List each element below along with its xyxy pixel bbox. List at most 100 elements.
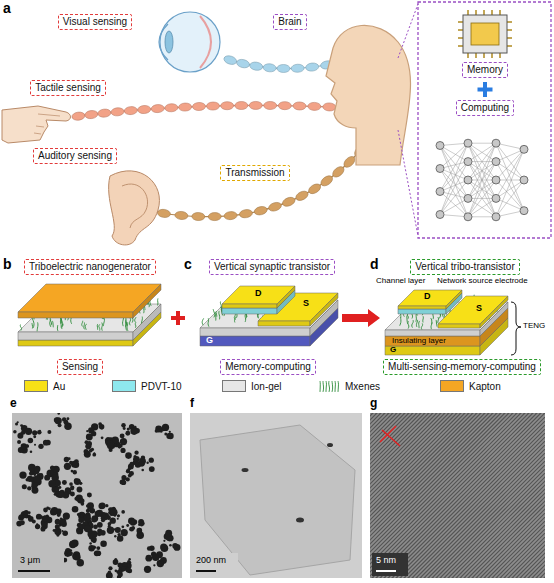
flake-cluster	[43, 440, 49, 446]
flake-cluster	[29, 471, 33, 475]
flake-cluster	[86, 504, 89, 507]
kapton-layer	[18, 284, 161, 318]
network-link	[468, 143, 496, 198]
nerve-segment	[277, 64, 290, 72]
flake-cluster	[157, 562, 162, 567]
flake-cluster	[32, 487, 39, 494]
legend-text: Au	[53, 381, 65, 392]
layer-label: Channel layer	[376, 277, 425, 286]
flake-cluster	[62, 530, 64, 532]
scale-bar	[376, 570, 396, 572]
flake-cluster	[87, 492, 92, 497]
flake-cluster	[149, 466, 155, 472]
flake-cluster	[55, 519, 61, 525]
flake-cluster	[13, 430, 17, 434]
flake-cluster	[100, 540, 107, 547]
nerve-axon	[155, 145, 365, 217]
lattice-fringe	[542, 413, 545, 578]
mxene-fiber	[416, 320, 417, 327]
flake-cluster	[136, 531, 144, 539]
flake-cluster	[86, 430, 88, 432]
nerve-segment	[249, 61, 263, 71]
gate-electrode-front	[200, 336, 310, 346]
flake-cluster	[165, 532, 170, 537]
hole	[327, 443, 333, 447]
flake-cluster	[163, 540, 165, 542]
network-link	[496, 162, 524, 211]
mxene-fiber	[338, 381, 340, 392]
head	[326, 25, 411, 165]
flake-cluster	[110, 509, 117, 516]
nerve-segment	[342, 154, 357, 169]
flake-cluster	[140, 523, 144, 527]
flake-cluster	[105, 504, 108, 507]
flake-cluster	[62, 480, 67, 485]
flake-cluster	[48, 480, 55, 487]
scale-bar-label: 3 μm	[20, 556, 40, 566]
nerve-segment	[291, 64, 304, 73]
network-link	[440, 198, 468, 214]
network-link	[496, 149, 524, 216]
flake-cluster	[107, 515, 111, 519]
flake-cluster	[95, 511, 101, 517]
insulating-layer-front	[385, 336, 480, 346]
drain-electrode-front	[398, 306, 446, 309]
flake-cluster	[22, 484, 27, 489]
nerve-segment	[294, 189, 309, 202]
flake-cluster	[101, 517, 104, 520]
flake-cluster	[134, 426, 137, 429]
arrow-symbol	[342, 309, 380, 327]
legend-item: Au	[24, 380, 65, 392]
flake-cluster	[127, 427, 130, 430]
chip-pins	[458, 10, 512, 58]
flake-cluster	[149, 458, 154, 463]
nerve-segment	[157, 209, 171, 219]
scale-bar	[18, 570, 50, 572]
flake-cluster	[78, 499, 81, 502]
flake-cluster	[43, 515, 48, 520]
label-patch	[372, 553, 408, 576]
network-neuron	[464, 139, 472, 147]
box-label: Visual sensing	[63, 16, 127, 28]
nerve-segment	[221, 102, 234, 110]
flake-cluster	[121, 529, 128, 536]
flake-cluster	[66, 417, 69, 420]
mxene-fiber	[436, 320, 438, 327]
network-link	[468, 162, 496, 217]
flake-cluster	[37, 430, 42, 435]
network-link	[496, 149, 524, 198]
mxene-fiber	[326, 381, 327, 392]
flake-cluster	[35, 524, 40, 529]
flake-cluster	[114, 512, 117, 515]
flake-cluster	[141, 469, 144, 472]
nerve-segment	[319, 174, 334, 188]
network-link	[496, 198, 524, 210]
flake-cluster	[96, 546, 100, 550]
box-label: Brain	[278, 16, 301, 28]
flake-cluster	[172, 543, 178, 549]
flake-cluster	[24, 510, 29, 515]
flake-cluster	[114, 535, 116, 537]
flake-cluster	[169, 544, 172, 547]
flake-cluster	[164, 432, 167, 435]
flake-cluster	[129, 519, 132, 522]
flake-cluster	[92, 453, 96, 457]
legend-text: Ion-gel	[251, 381, 282, 392]
lattice-fringe	[494, 413, 545, 578]
flake-cluster	[125, 431, 130, 436]
network-link	[440, 169, 468, 199]
network-neuron	[436, 211, 444, 219]
flake-cluster	[33, 465, 35, 467]
nerve-segment	[178, 103, 191, 112]
flake-cluster	[110, 518, 116, 524]
chip-die	[471, 23, 499, 45]
nerve-segment	[308, 102, 321, 110]
nerve-segment	[268, 201, 283, 213]
bracket-label: TENG	[523, 322, 545, 331]
flake-cluster	[147, 546, 151, 550]
flake-cluster	[68, 457, 71, 460]
flake-cluster	[29, 438, 33, 442]
scale-bar	[196, 570, 216, 572]
nerve-segment	[84, 110, 98, 119]
drain-electrode-side	[446, 290, 462, 309]
